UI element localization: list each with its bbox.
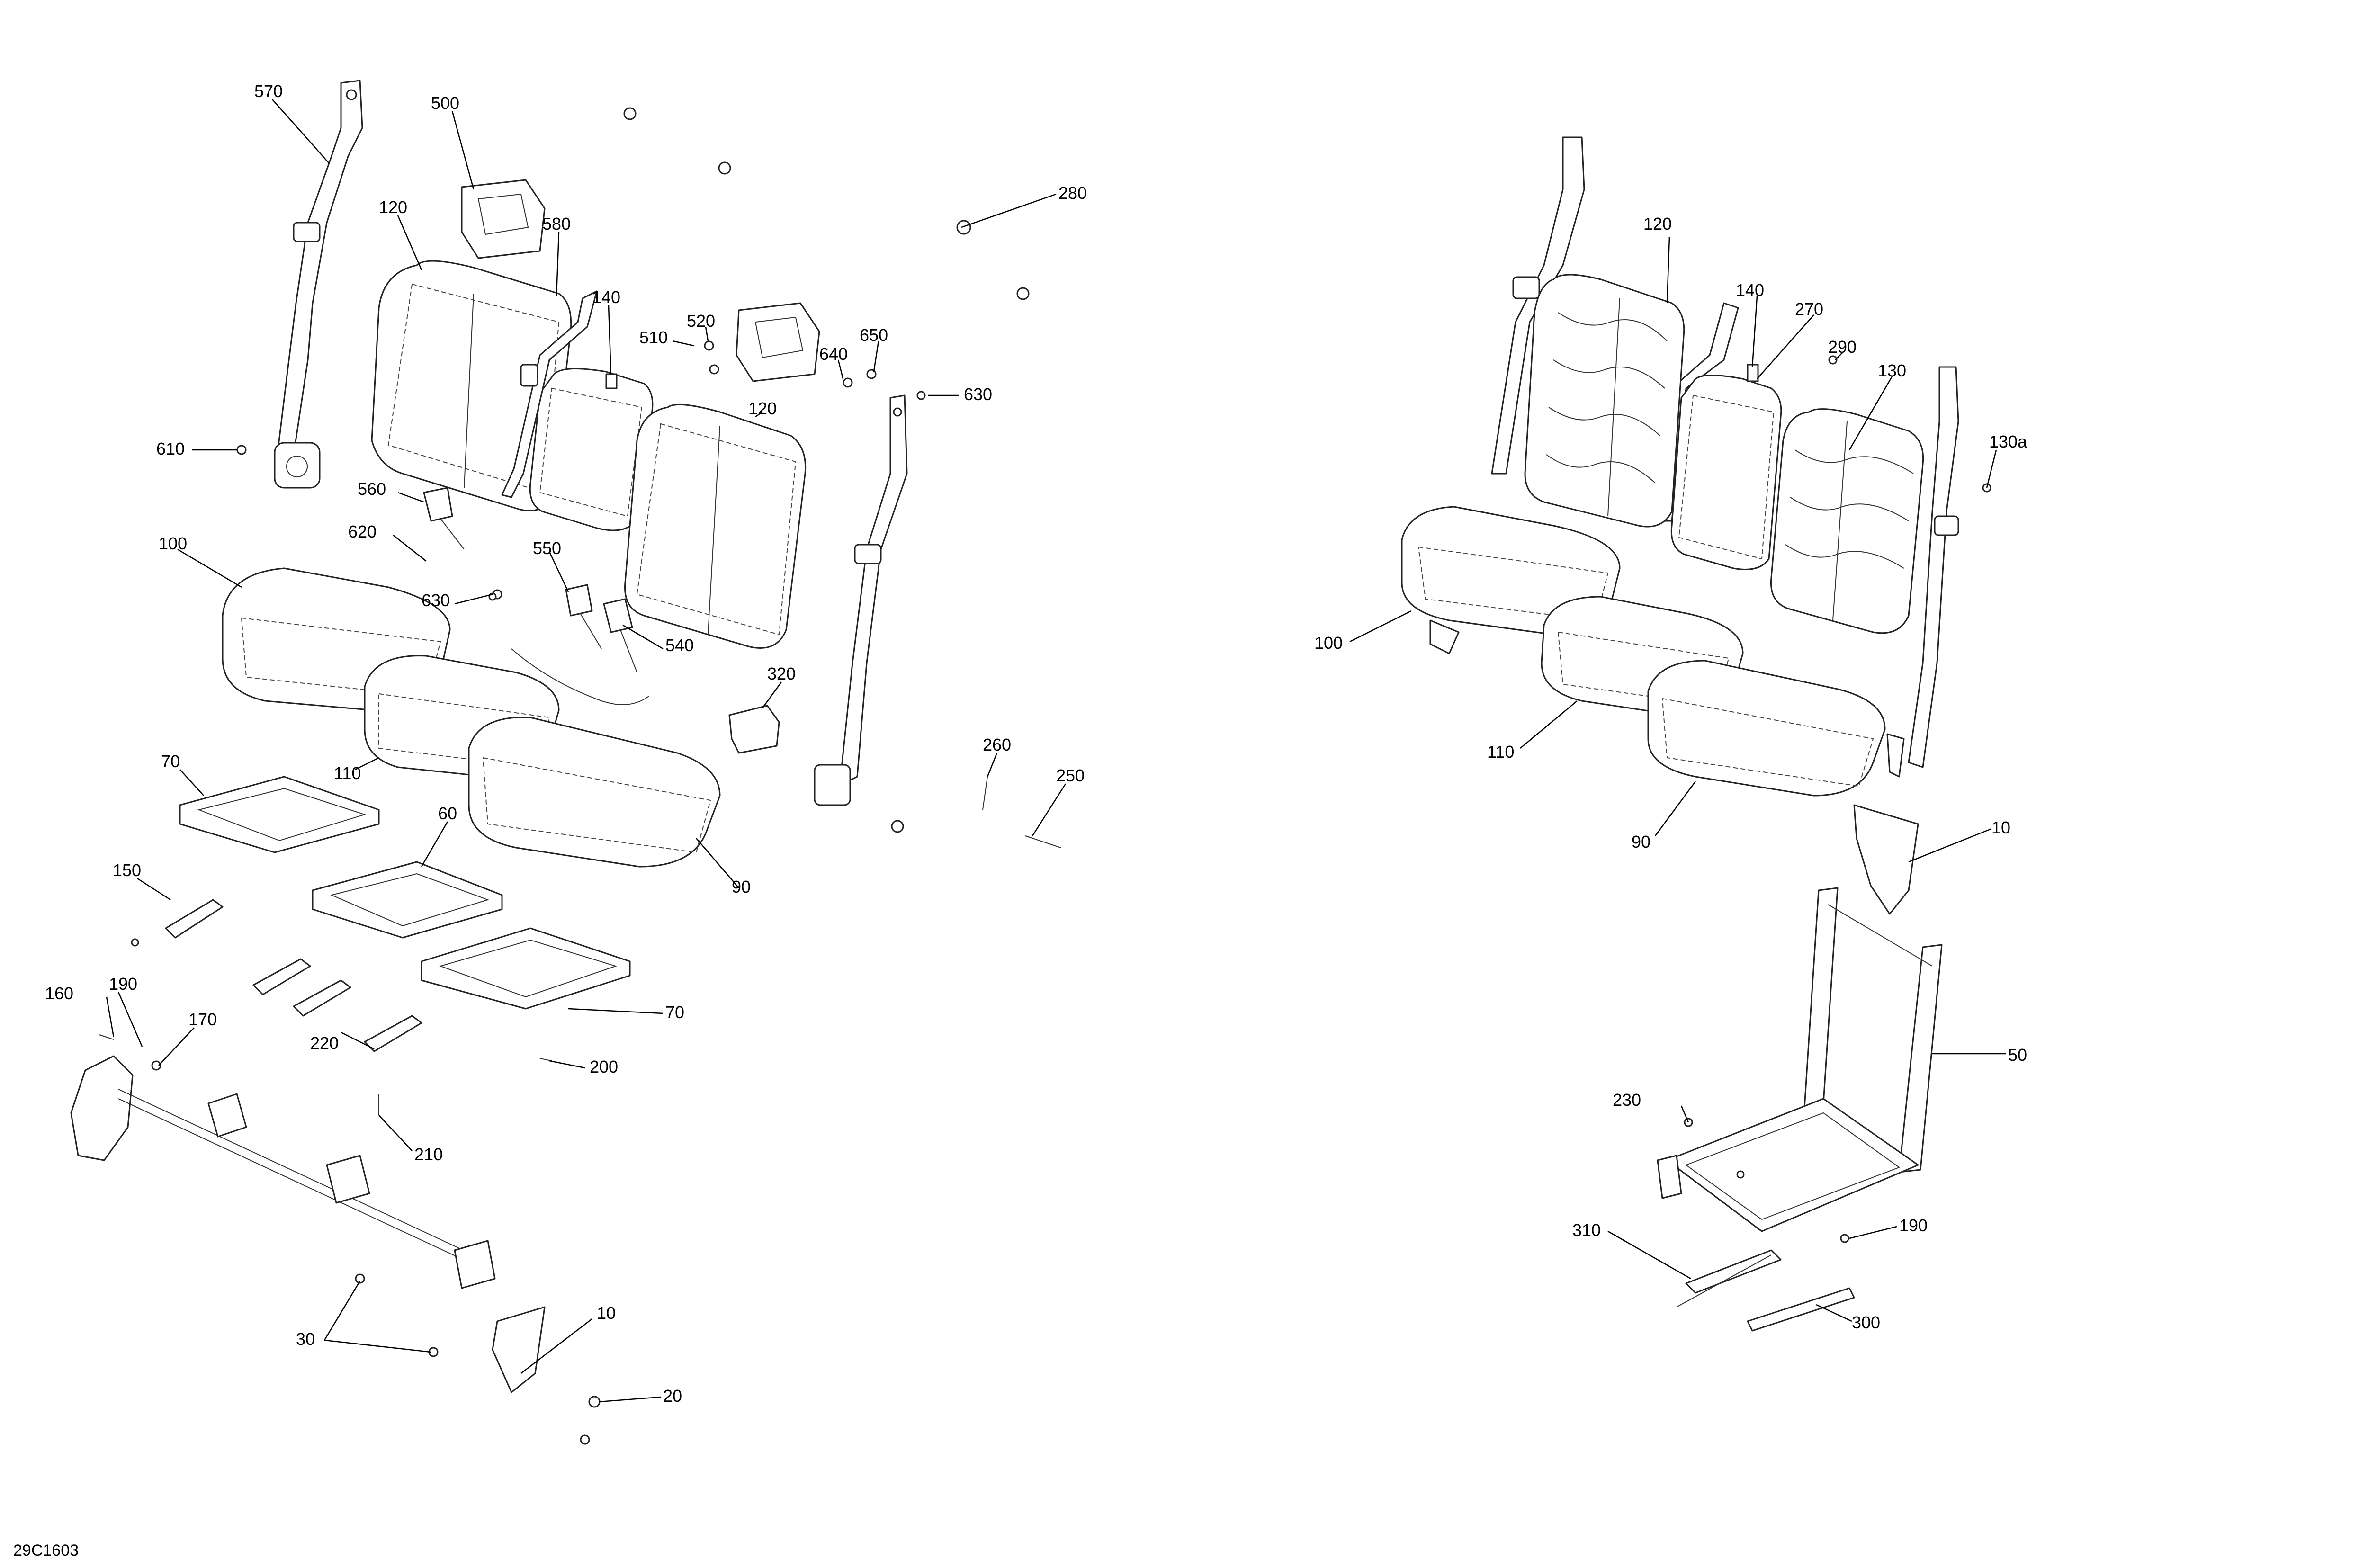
buckle-550 bbox=[565, 584, 602, 649]
callout-220: 220 bbox=[310, 1033, 339, 1053]
right-backrest-130 bbox=[1770, 408, 1924, 634]
callout-r-270: 270 bbox=[1795, 299, 1823, 319]
callout-140: 140 bbox=[592, 287, 620, 307]
callout-160: 160 bbox=[45, 984, 73, 1003]
callout-610: 610 bbox=[156, 439, 185, 458]
frame-60 bbox=[312, 861, 503, 939]
callout-320: 320 bbox=[767, 664, 796, 683]
callout-30: 30 bbox=[296, 1329, 315, 1349]
callout-650: 650 bbox=[860, 325, 888, 345]
buckle-540 bbox=[603, 598, 637, 673]
callout-100: 100 bbox=[159, 534, 187, 553]
frame-bracket-under bbox=[1429, 619, 1460, 654]
callout-r-130: 130 bbox=[1878, 361, 1906, 380]
right-callouts: 120 140 270 290 130 130a 100 110 90 10 5… bbox=[1314, 214, 2027, 1332]
callout-r-100: 100 bbox=[1314, 633, 1343, 653]
base-frame-10 bbox=[70, 1055, 546, 1393]
left-callouts: 570 500 120 580 140 510 520 640 650 630 … bbox=[45, 81, 1087, 1406]
callout-560: 560 bbox=[358, 479, 386, 499]
callout-550: 550 bbox=[533, 538, 561, 558]
bar-300 bbox=[1747, 1287, 1855, 1332]
callout-r-50: 50 bbox=[2008, 1045, 2027, 1065]
frame-bracket-rear bbox=[1886, 733, 1905, 778]
right-backrest-120 bbox=[1524, 274, 1685, 528]
callout-630-mid: 630 bbox=[422, 591, 450, 610]
right-assembled-view: 120 140 270 290 130 130a 100 110 90 10 5… bbox=[1314, 136, 2027, 1332]
drawing-number: 29C1603 bbox=[13, 1541, 79, 1559]
side-plate-10-right bbox=[1853, 804, 1919, 915]
callout-510: 510 bbox=[639, 328, 668, 347]
buckle-560 bbox=[423, 487, 465, 550]
callout-20: 20 bbox=[663, 1386, 682, 1406]
callout-250: 250 bbox=[1056, 766, 1085, 785]
callout-620: 620 bbox=[348, 522, 377, 541]
callout-r-310: 310 bbox=[1572, 1220, 1601, 1240]
callout-640: 640 bbox=[819, 344, 848, 364]
right-leaders bbox=[1349, 236, 2006, 1322]
callout-570: 570 bbox=[254, 81, 283, 101]
callout-190: 190 bbox=[109, 974, 137, 994]
callout-210: 210 bbox=[414, 1145, 443, 1164]
bracket-320 bbox=[728, 705, 780, 754]
callout-r-300: 300 bbox=[1852, 1313, 1880, 1332]
slider-rod bbox=[1676, 1254, 1772, 1308]
callout-170: 170 bbox=[188, 1010, 217, 1029]
callout-120-right: 120 bbox=[748, 399, 777, 418]
buckle-cable bbox=[511, 648, 649, 705]
callout-r-10: 10 bbox=[1991, 818, 2010, 837]
callout-r-290: 290 bbox=[1828, 337, 1857, 357]
right-cushion-90 bbox=[1647, 660, 1886, 797]
backrest-140-center bbox=[529, 368, 654, 531]
callout-260: 260 bbox=[983, 735, 1011, 754]
seat-belt-right bbox=[814, 394, 908, 806]
frame-70-top bbox=[179, 776, 380, 853]
frame-70-bottom bbox=[421, 927, 631, 1010]
callout-110: 110 bbox=[334, 763, 361, 783]
seat-belt-left bbox=[274, 80, 363, 489]
callout-540: 540 bbox=[665, 636, 694, 655]
callout-r-90: 90 bbox=[1632, 832, 1650, 851]
callout-10-left: 10 bbox=[597, 1303, 616, 1323]
slider-rail-310 bbox=[1685, 1249, 1782, 1294]
right-backrest-140 bbox=[1670, 364, 1782, 570]
callout-90: 90 bbox=[732, 877, 751, 896]
fasteners-left bbox=[99, 107, 1061, 1445]
headrest-500 bbox=[461, 179, 546, 259]
seat-frame-50 bbox=[1657, 887, 1943, 1232]
backrest-120-right bbox=[624, 403, 807, 649]
left-leaders bbox=[106, 99, 1067, 1403]
callout-200: 200 bbox=[590, 1057, 618, 1076]
callout-60: 60 bbox=[438, 804, 457, 823]
headrest-right bbox=[736, 302, 820, 382]
callout-r-230: 230 bbox=[1613, 1090, 1641, 1110]
fasteners-right bbox=[1684, 355, 1991, 1243]
seat-belt-580 bbox=[501, 290, 598, 498]
callout-280: 280 bbox=[1058, 183, 1087, 203]
callout-r-190: 190 bbox=[1899, 1216, 1928, 1235]
callout-630-top: 630 bbox=[964, 385, 992, 404]
callout-120: 120 bbox=[379, 197, 407, 217]
callout-r-110: 110 bbox=[1487, 742, 1514, 762]
callout-150: 150 bbox=[113, 860, 141, 880]
seat-rails bbox=[165, 899, 422, 1052]
callout-r-140: 140 bbox=[1736, 280, 1764, 300]
left-exploded-view: 570 500 120 580 140 510 520 640 650 630 … bbox=[45, 80, 1087, 1445]
callout-500: 500 bbox=[431, 93, 459, 113]
callout-70-bottom: 70 bbox=[665, 1003, 684, 1022]
callout-r-130a: 130a bbox=[1989, 432, 2027, 451]
callout-r-120: 120 bbox=[1643, 214, 1672, 233]
callout-520: 520 bbox=[687, 311, 715, 331]
callout-70-top: 70 bbox=[161, 752, 180, 771]
seat-cushion-90 bbox=[468, 717, 721, 868]
callout-580: 580 bbox=[542, 214, 571, 233]
